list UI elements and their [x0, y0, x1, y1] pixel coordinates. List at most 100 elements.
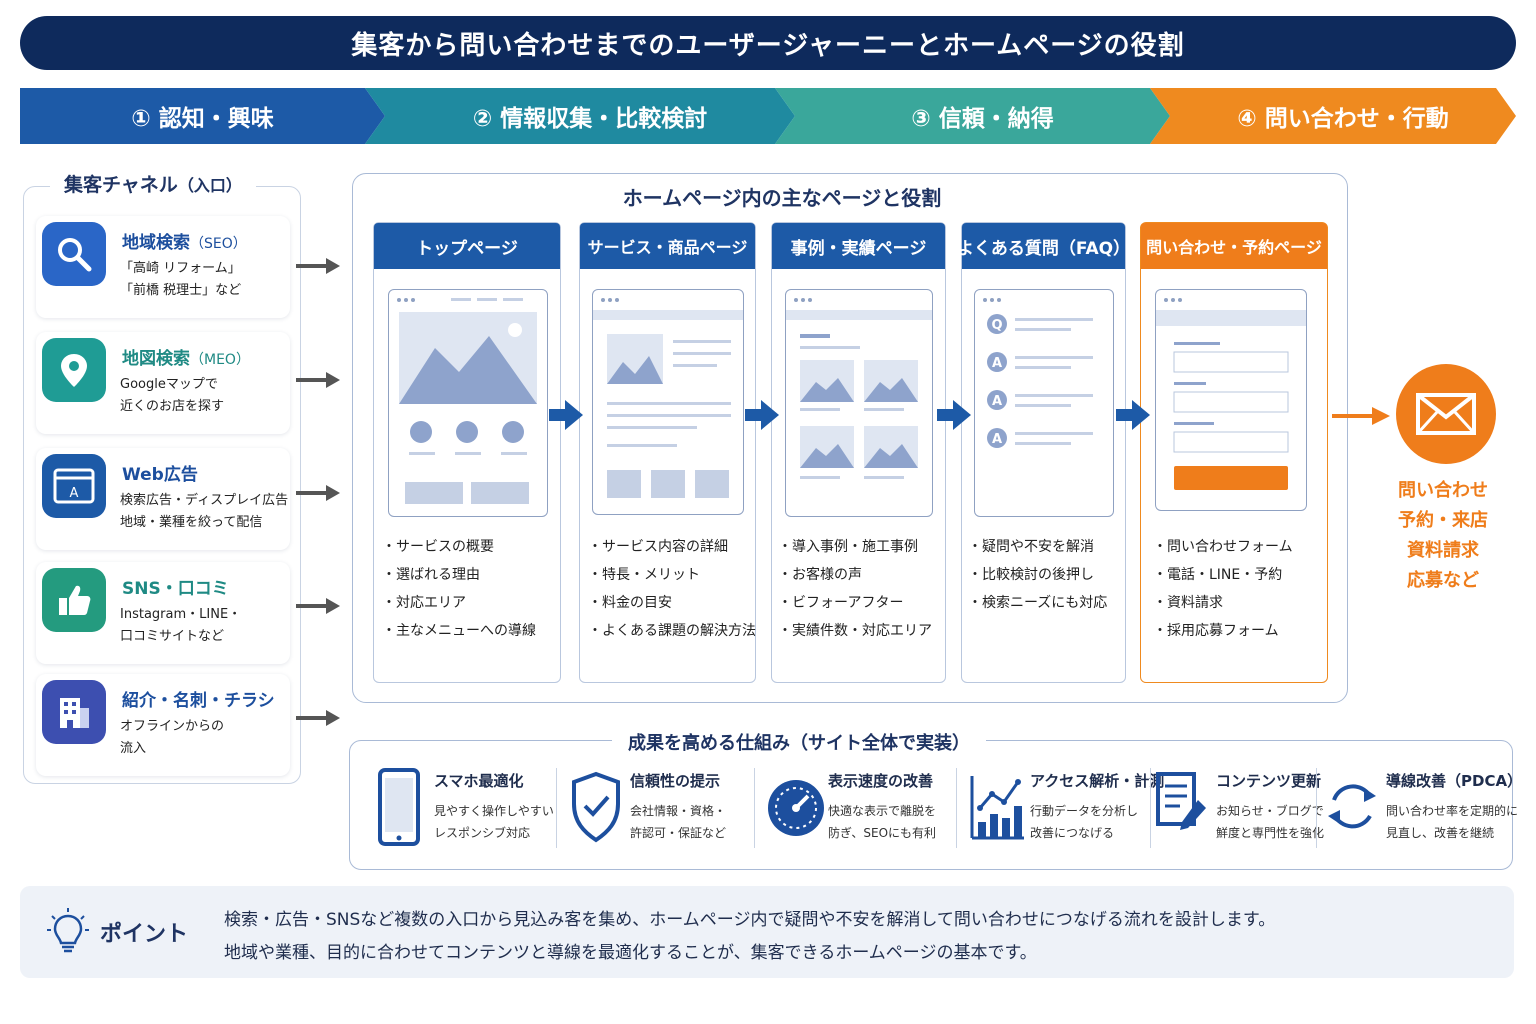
channel-desc: Instagram・LINE・口コミサイトなど	[120, 607, 242, 644]
channel-arrow	[296, 710, 340, 726]
feature-desc: 見やすく操作しやすいレスポンシブ対応	[434, 804, 554, 840]
feature-desc: お知らせ・ブログで鮮度と専門性を強化	[1216, 804, 1325, 840]
channel-title: 地域検索（SEO）	[122, 233, 247, 253]
flow-arrow	[549, 400, 583, 430]
divider	[754, 768, 755, 848]
faq-letter: Q	[991, 318, 1002, 333]
page-title: 集客から問い合わせまでのユーザージャーニーとホームページの役割	[20, 16, 1516, 70]
page-card-top: トップページ サービスの概要選ばれる理由対応エリア主なメニューへの導線	[373, 222, 561, 683]
feature-title: アクセス解析・計測	[1030, 772, 1165, 790]
pages-title: ホームページ内の主なページと役割	[622, 186, 942, 210]
faq-page-wireframe: Q A A A	[974, 289, 1114, 517]
step-action: ④ 問い合わせ・行動	[1237, 106, 1449, 132]
faq-letter: A	[992, 356, 1002, 371]
lightbulb-icon	[47, 908, 89, 953]
channel-arrow	[296, 485, 340, 501]
divider	[1316, 768, 1317, 848]
flow-arrow	[745, 400, 779, 430]
divider	[956, 768, 957, 848]
channels-title: 集客チャネル（入口）	[50, 170, 256, 197]
page-card-title: トップページ	[374, 223, 560, 269]
feature-pdca: 導線改善（PDCA） 問い合わせ率を定期的に見直し、改善を継続	[1324, 762, 1522, 852]
map-pin-icon	[42, 338, 106, 402]
feature-title: 表示速度の改善	[828, 772, 934, 790]
cases-page-wireframe	[785, 289, 933, 517]
feature-title: 導線改善（PDCA）	[1386, 772, 1523, 790]
step-research: ② 情報収集・比較検討	[472, 106, 708, 132]
channel-desc: オフラインからの流入	[120, 719, 225, 756]
service-page-wireframe	[592, 289, 744, 515]
channel-meo: 地図検索（MEO） Googleマップで近くのお店を探す	[36, 332, 290, 434]
divider	[556, 768, 557, 848]
results-title: 成果を高める仕組み（サイト全体で実装）	[612, 729, 986, 755]
feature-mobile: スマホ最適化 見やすく操作しやすいレスポンシブ対応	[372, 762, 554, 852]
goal-text: 問い合わせ予約・来店資料請求応募など	[1398, 480, 1488, 591]
page-card-title: 問い合わせ・予約ページ	[1141, 223, 1327, 269]
feature-title: コンテンツ更新	[1216, 772, 1322, 790]
feature-title: スマホ最適化	[434, 772, 524, 790]
building-icon	[42, 680, 106, 744]
flow-arrow	[937, 400, 971, 430]
channel-arrow	[296, 598, 340, 614]
mail-icon	[1396, 364, 1496, 464]
step-awareness: ① 認知・興味	[131, 106, 274, 132]
feature-desc: 行動データを分析し改善につなげる	[1030, 804, 1139, 840]
pages-panel	[352, 173, 1348, 703]
browser-ad-icon: A	[42, 454, 106, 518]
page-roles-list: 導入事例・施工事例お客様の声ビフォーアフター実績件数・対応エリア	[778, 533, 932, 645]
channel-title: 紹介・名刺・チラシ	[122, 691, 275, 711]
point-label: ポイント	[100, 922, 189, 947]
faq-letter: A	[992, 432, 1002, 447]
channel-desc: 「高崎 リフォーム」「前橋 税理士」など	[120, 261, 242, 298]
channel-sns: SNS・口コミ Instagram・LINE・口コミサイトなど	[36, 562, 290, 664]
channel-title: SNS・口コミ	[122, 579, 229, 599]
feature-desc: 快適な表示で離脱を防ぎ、SEOにも有利	[828, 804, 937, 840]
channel-web-ads: A Web広告 検索広告・ディスプレイ広告地域・業種を絞って配信	[36, 448, 290, 550]
page-card-cases: 事例・実績ページ 導入事例・施工事例お客様の声ビフォーアフター実績件数・対応エリ…	[771, 222, 946, 683]
point-panel	[20, 886, 1514, 978]
page-roles-list: 疑問や不安を解消比較検討の後押し検索ニーズにも対応	[968, 533, 1107, 617]
point-text: 検索・広告・SNSなど複数の入口から見込み客を集め、ホームページ内で疑問や不安を…	[224, 910, 1276, 963]
top-page-wireframe	[388, 289, 548, 517]
search-icon	[42, 222, 106, 286]
page-roles-list: 問い合わせフォーム電話・LINE・予約資料請求採用応募フォーム	[1153, 533, 1293, 645]
channel-title: Web広告	[122, 465, 198, 485]
channel-desc: 検索広告・ディスプレイ広告地域・業種を絞って配信	[120, 493, 289, 530]
refresh-cycle-icon	[1328, 784, 1376, 829]
contact-page-wireframe	[1155, 289, 1307, 511]
channel-desc: Googleマップで近くのお店を探す	[120, 377, 225, 414]
page-roles-list: サービス内容の詳細特長・メリット料金の目安よくある課題の解決方法	[588, 533, 756, 645]
page-card-contact: 問い合わせ・予約ページ 問い合わせフォーム電話・LINE・予約資料請求採用応募フ…	[1140, 222, 1328, 683]
analytics-chart-icon	[970, 776, 1024, 840]
page-card-title: サービス・商品ページ	[580, 223, 755, 269]
channel-arrow	[296, 258, 340, 274]
speedometer-icon	[768, 780, 824, 836]
faq-letter: A	[992, 394, 1002, 409]
channel-title: 地図検索（MEO）	[122, 349, 250, 369]
feature-desc: 会社情報・資格・許認可・保証など	[630, 804, 727, 840]
feature-analytics: アクセス解析・計測 行動データを分析し改善につなげる	[968, 762, 1164, 852]
journey-chevrons	[20, 88, 1516, 144]
channel-seo: 地域検索（SEO） 「高崎 リフォーム」「前橋 税理士」など	[36, 216, 290, 318]
feature-content: コンテンツ更新 お知らせ・ブログで鮮度と専門性を強化	[1154, 762, 1324, 852]
goal-arrow	[1332, 407, 1390, 425]
feature-desc: 問い合わせ率を定期的に見直し、改善を継続	[1386, 804, 1519, 840]
feature-trust: 信頼性の提示 会社情報・資格・許認可・保証など	[568, 762, 750, 852]
page-card-title: 事例・実績ページ	[772, 223, 945, 269]
page-roles-list: サービスの概要選ばれる理由対応エリア主なメニューへの導線	[382, 533, 536, 645]
smartphone-icon	[378, 768, 420, 846]
flow-arrow	[1116, 400, 1150, 430]
page-card-service: サービス・商品ページ サービス内容の詳細特長・メリット料金の目安よくある課題の解…	[579, 222, 756, 683]
feature-title: 信頼性の提示	[630, 772, 721, 790]
journey-steps: ① 認知・興味 ② 情報収集・比較検討 ③ 信頼・納得 ④ 問い合わせ・行動	[20, 88, 1516, 144]
feature-speed: 表示速度の改善 快適な表示で離脱を防ぎ、SEOにも有利	[766, 762, 954, 852]
page-card-faq: よくある質問（FAQ） Q A A A 疑問や不安を解消比較検討の後押し検索ニー…	[957, 222, 1130, 683]
divider	[1150, 768, 1151, 848]
channel-arrow	[296, 372, 340, 388]
shield-check-icon	[572, 771, 620, 843]
svg-text:A: A	[70, 486, 79, 501]
thumbs-up-icon	[42, 568, 106, 632]
document-edit-icon	[1156, 772, 1206, 830]
step-trust: ③ 信頼・納得	[911, 106, 1054, 132]
page-card-title: よくある質問（FAQ）	[957, 223, 1130, 269]
